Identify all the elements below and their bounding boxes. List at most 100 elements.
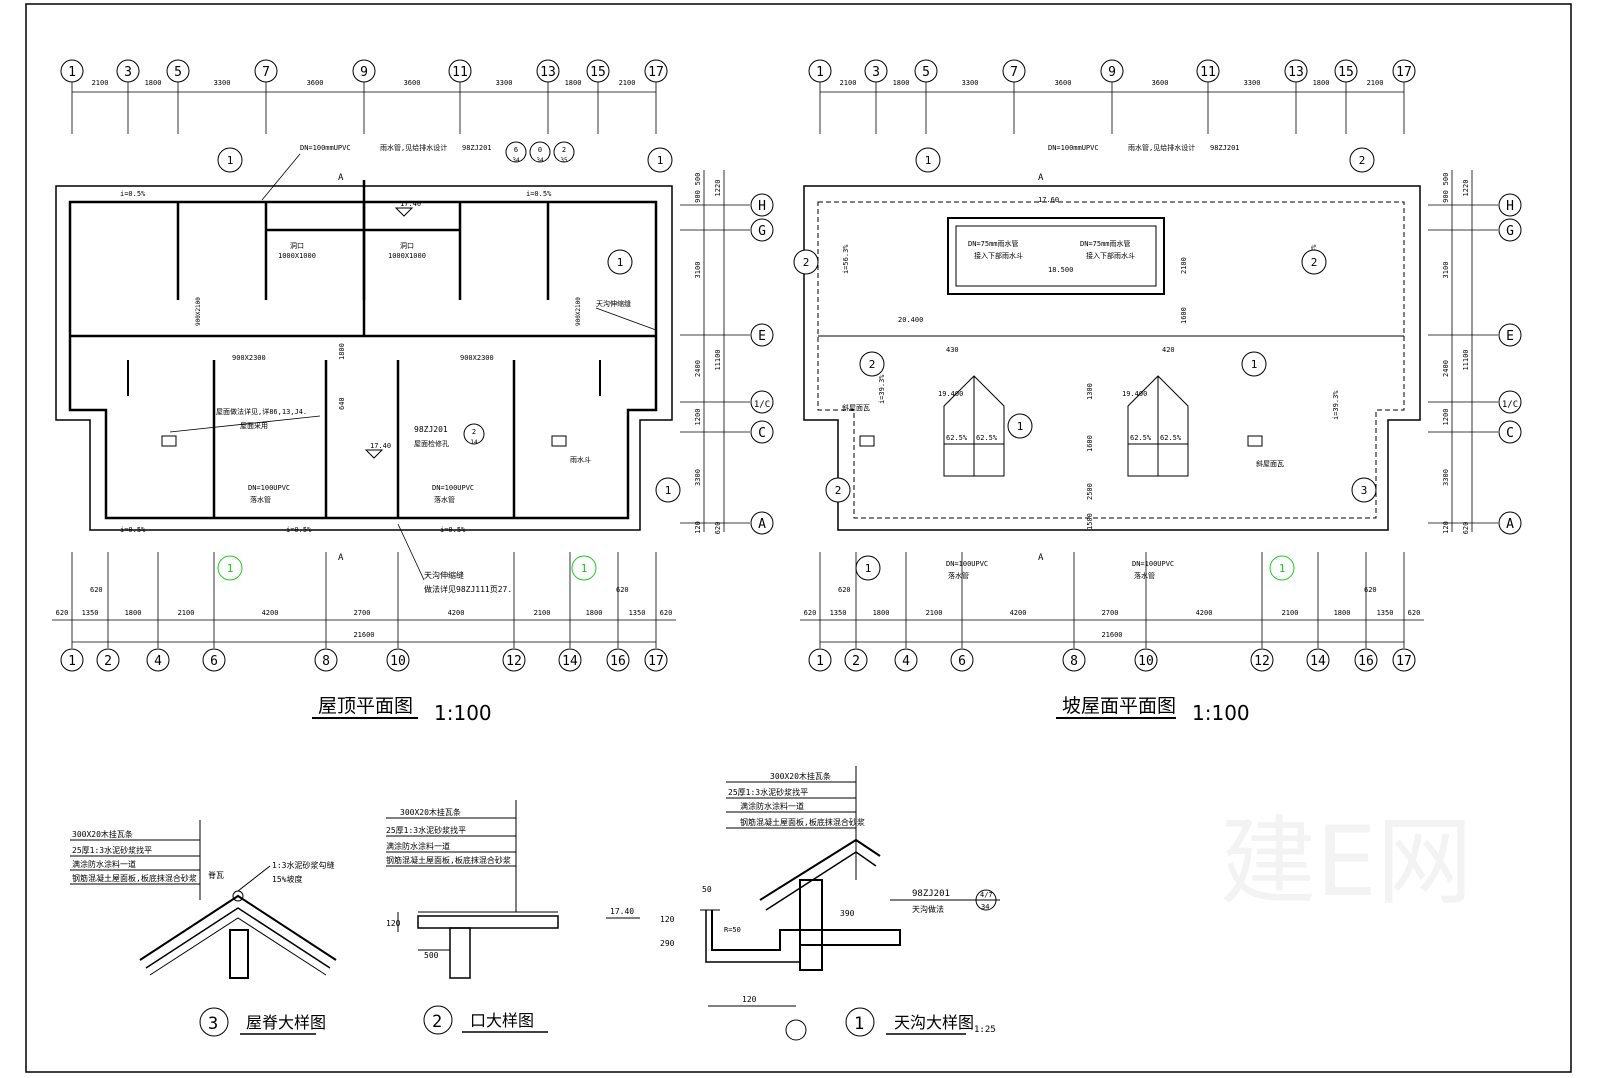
right-axis-bubble — [750, 511, 774, 535]
d1-number: 1 — [854, 1014, 864, 1034]
ref-bubble — [529, 141, 551, 163]
bottom-dim-text: 4200 — [1196, 609, 1213, 617]
d1-ref-code: 4/7 — [980, 891, 993, 899]
right-dim-text: 1220 — [1462, 180, 1470, 197]
bottom-axis-bubble-label: 4 — [902, 654, 910, 669]
d1-level: 17.40 — [610, 907, 634, 916]
right-dim-text: 900 — [1442, 190, 1450, 203]
bottom-axis-bubble-label: 8 — [1070, 654, 1078, 669]
detail-bubble — [1349, 147, 1375, 173]
dim-text: 620 — [1364, 586, 1377, 594]
pipe-inner-b: 接入下部雨水斗 — [974, 251, 1023, 260]
hip-gable — [943, 375, 1005, 477]
bottom-axis-bubble — [808, 648, 832, 672]
d3-callout: 1:3水泥砂浆勾缝 — [272, 860, 334, 870]
ref-sub: 14 — [470, 439, 478, 446]
dim-text: 620 — [616, 586, 629, 594]
bottom-dim-text: 2100 — [534, 609, 551, 617]
pipe-bottom: DN=100UPVC — [946, 560, 988, 568]
roof-note: 屋面做法详见,详86,13,J4. — [216, 407, 307, 416]
d2-dim-1: 120 — [386, 919, 401, 928]
detail-num: 1 — [1017, 420, 1024, 433]
ridge-level: 19.400 — [938, 390, 963, 398]
slope-text: i=39.3% — [878, 374, 886, 404]
top-axis-bubble — [1196, 59, 1220, 83]
right-dim-text: 3300 — [1442, 469, 1450, 486]
level-mark — [364, 449, 384, 459]
bottom-axis-bubble — [1392, 648, 1416, 672]
bottom-axis-bubble-label: 2 — [852, 654, 860, 669]
bottom-axis-bubble — [314, 648, 338, 672]
top-axis-bubble — [60, 59, 84, 83]
pipe-inner-b: 接入下部雨水斗 — [1086, 251, 1135, 260]
detail-num: 1 — [925, 154, 932, 167]
top-axis-bubble — [586, 59, 610, 83]
top-axis-bubble — [166, 59, 190, 83]
top-dim-text: 3300 — [214, 79, 231, 87]
ref-98-2: 98ZJ201 — [414, 425, 448, 434]
watermark: 建E网 — [1220, 806, 1473, 918]
right-dim-text: 3300 — [694, 469, 702, 486]
bottom-axis-bubble-label: 17 — [1396, 654, 1412, 669]
bottom-dim-text: 4200 — [448, 609, 465, 617]
gutter-detail: 做法详见98ZJ111页27. — [424, 584, 512, 594]
top-axis-bubble-label: 7 — [1010, 65, 1018, 80]
dim-text: 420 — [1162, 346, 1175, 354]
top-dim-text: 3600 — [307, 79, 324, 87]
bottom-axis-bubble — [606, 648, 630, 672]
pipe-note-text: 雨水管,见给排水设计 — [1128, 143, 1195, 152]
hole-label: 洞口 — [400, 241, 414, 250]
bottom-dim-text: 1800 — [873, 609, 890, 617]
hole-size: 1000X1000 — [278, 252, 316, 260]
right-axis-bubble-label: E — [1506, 329, 1514, 344]
d1-title: 天沟大样图 — [894, 1013, 974, 1032]
right-axis-bubble-label: H — [758, 199, 766, 214]
detail-bubble — [793, 249, 819, 275]
bottom-dim-text: 620 — [804, 609, 817, 617]
bottom-dim-text: 1800 — [1334, 609, 1351, 617]
right-dim-text: 11100 — [1462, 349, 1470, 370]
detail-num: 3 — [1361, 484, 1368, 497]
top-axis-bubble-label: 5 — [174, 65, 182, 80]
bottom-axis-bubble — [844, 648, 868, 672]
pipe-bottom: DN=100UPVC — [248, 484, 290, 492]
detail-num: 1 — [617, 256, 624, 269]
right-axis-bubble — [1498, 511, 1522, 535]
top-axis-bubble-label: 11 — [1200, 65, 1216, 80]
leader — [261, 153, 301, 201]
d1-layer-2: 25厚1:3水泥砂浆找平 — [728, 787, 808, 797]
bottom-dim-text: 1800 — [586, 609, 603, 617]
slope-text: i=0.5% — [120, 526, 146, 534]
top-dim-text: 3300 — [496, 79, 513, 87]
plan-left-title: 屋顶平面图 — [318, 695, 413, 717]
pipe-inner: DN=75mm雨水管 — [968, 239, 1019, 248]
d3-layer-2: 25厚1:3水泥砂浆找平 — [72, 845, 152, 855]
top-axis-bubble — [644, 59, 668, 83]
ref-sub: 35 — [560, 157, 568, 164]
leader — [595, 307, 657, 331]
ref-98-text: 98ZJ201 — [462, 144, 492, 152]
drain-symbol — [859, 435, 875, 447]
roof-tile: 斜屋面瓦 — [1256, 459, 1284, 468]
bottom-axis-bubble-label: 12 — [1254, 654, 1270, 669]
bottom-axis-bubble-label: 16 — [610, 654, 626, 669]
right-axis-bubble — [750, 218, 774, 242]
slope-text: i=56.3% — [842, 244, 850, 274]
detail-num: 2 — [1359, 154, 1366, 167]
detail-bubble — [825, 477, 851, 503]
bottom-axis-bubble — [96, 648, 120, 672]
top-axis-bubble — [352, 59, 376, 83]
leader — [397, 523, 425, 581]
top-axis-bubble-label: 13 — [540, 65, 556, 80]
pct-text: 62.5% — [1130, 434, 1152, 442]
slope-text: i=0.5% — [440, 526, 466, 534]
top-axis-bubble-label: 9 — [360, 65, 368, 80]
drain-symbol — [551, 435, 567, 447]
bottom-axis-bubble-label: 1 — [68, 654, 76, 669]
ref-sub: 34 — [536, 157, 544, 164]
dim-text: 640 — [338, 397, 346, 410]
d2-layer-4: 钢筋混凝土屋面板,板底抹混合砂浆 — [386, 855, 511, 865]
right-dim-text: 500 — [694, 173, 702, 186]
bottom-axis-bubble-label: 1 — [816, 654, 824, 669]
bottom-dim-text: 1350 — [1377, 609, 1394, 617]
